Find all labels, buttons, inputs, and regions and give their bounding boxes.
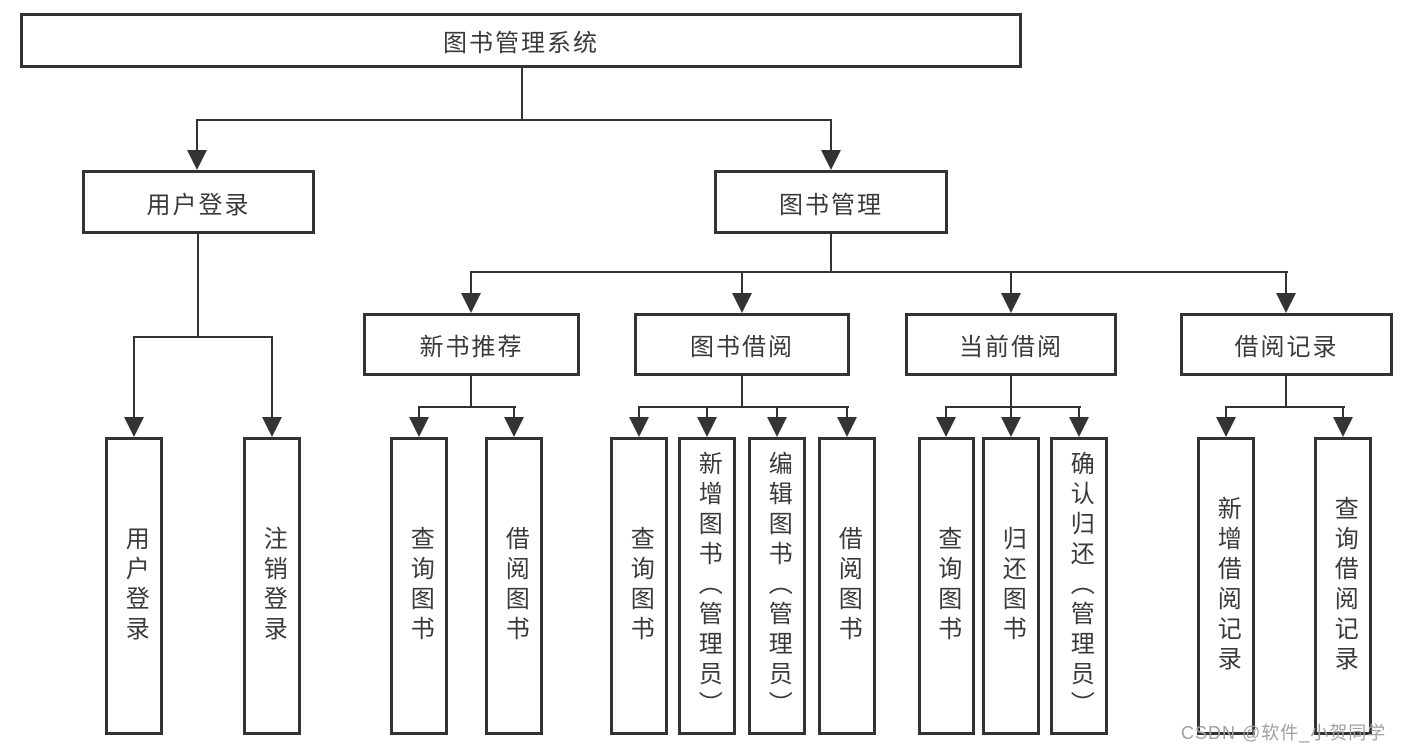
- node-new-book-recommendation: 新书推荐: [363, 313, 580, 376]
- connector-line: [470, 273, 472, 297]
- connector-line: [1342, 408, 1344, 420]
- arrowhead-down-icon: [1001, 417, 1021, 437]
- connector-line: [470, 376, 472, 407]
- connector-line: [638, 406, 849, 408]
- connector-line: [1078, 408, 1080, 420]
- connector-line: [830, 121, 832, 154]
- connector-line: [706, 408, 708, 420]
- leaf-add-book-admin: 新增图书（管理员）: [678, 437, 736, 735]
- arrowhead-down-icon: [187, 150, 207, 170]
- node-borrowing-records: 借阅记录: [1180, 313, 1393, 376]
- connector-line: [1285, 273, 1287, 297]
- arrowhead-down-icon: [936, 417, 956, 437]
- arrowhead-down-icon: [697, 417, 717, 437]
- arrowhead-down-icon: [124, 417, 144, 437]
- connector-line: [1010, 408, 1012, 420]
- connector-line: [638, 408, 640, 420]
- connector-line: [196, 119, 832, 121]
- connector-line: [776, 408, 778, 420]
- connector-line: [1225, 406, 1345, 408]
- leaf-query-books-recommend: 查询图书: [390, 437, 448, 735]
- arrowhead-down-icon: [821, 150, 841, 170]
- connector-line: [521, 68, 523, 121]
- leaf-logout: 注销登录: [243, 437, 301, 735]
- leaf-add-borrow-record: 新增借阅记录: [1197, 437, 1255, 735]
- connector-line: [1285, 376, 1287, 407]
- connector-line: [1010, 376, 1012, 407]
- arrowhead-down-icon: [767, 417, 787, 437]
- arrowhead-down-icon: [1216, 417, 1236, 437]
- leaf-query-borrow-record: 查询借阅记录: [1314, 437, 1372, 735]
- connector-line: [133, 336, 273, 338]
- arrowhead-down-icon: [1001, 293, 1021, 313]
- arrowhead-down-icon: [461, 293, 481, 313]
- connector-line: [418, 406, 516, 408]
- connector-line: [271, 338, 273, 421]
- arrowhead-down-icon: [262, 417, 282, 437]
- leaf-confirm-return-admin: 确认归还（管理员）: [1050, 437, 1108, 735]
- node-book-management: 图书管理: [714, 170, 948, 234]
- arrowhead-down-icon: [409, 417, 429, 437]
- leaf-query-books-current: 查询图书: [918, 437, 975, 735]
- connector-line: [945, 408, 947, 420]
- node-library-management-system: 图书管理系统: [20, 13, 1022, 68]
- connector-line: [196, 121, 198, 154]
- node-current-borrowing: 当前借阅: [905, 313, 1117, 376]
- connector-line: [418, 408, 420, 420]
- leaf-query-books-borrow: 查询图书: [610, 437, 668, 735]
- connector-line: [513, 408, 515, 420]
- connector-line: [197, 234, 199, 337]
- connector-line: [741, 273, 743, 297]
- arrowhead-down-icon: [629, 417, 649, 437]
- arrowhead-down-icon: [732, 293, 752, 313]
- arrowhead-down-icon: [1276, 293, 1296, 313]
- arrowhead-down-icon: [1069, 417, 1089, 437]
- node-user-login: 用户登录: [82, 170, 315, 234]
- arrowhead-down-icon: [837, 417, 857, 437]
- connector-line: [470, 271, 1288, 273]
- leaf-borrow-books: 借阅图书: [818, 437, 876, 735]
- arrowhead-down-icon: [1333, 417, 1353, 437]
- node-book-borrowing: 图书借阅: [634, 313, 850, 376]
- leaf-user-login: 用户登录: [105, 437, 163, 735]
- leaf-edit-book-admin: 编辑图书（管理员）: [748, 437, 806, 735]
- leaf-return-books: 归还图书: [982, 437, 1040, 735]
- connector-line: [846, 408, 848, 420]
- connector-line: [741, 376, 743, 407]
- connector-line: [1225, 408, 1227, 420]
- connector-line: [133, 338, 135, 421]
- connector-line: [830, 234, 832, 272]
- leaf-borrow-books-recommend: 借阅图书: [485, 437, 543, 735]
- connector-line: [945, 406, 1081, 408]
- connector-line: [1010, 273, 1012, 297]
- csdn-watermark: CSDN @软件_小贺同学: [1181, 723, 1387, 743]
- arrowhead-down-icon: [504, 417, 524, 437]
